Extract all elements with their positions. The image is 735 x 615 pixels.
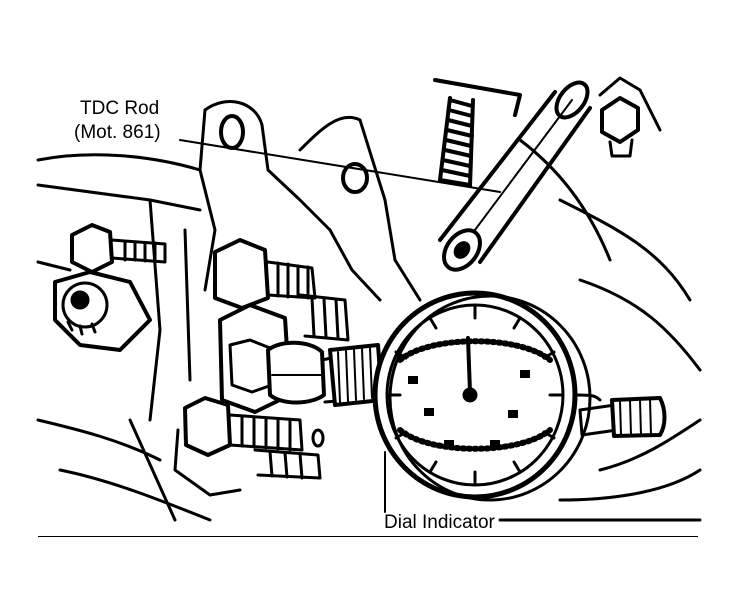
engine-block-outline xyxy=(36,153,212,522)
top-right-nut xyxy=(598,76,662,158)
dial-gauge xyxy=(372,290,602,502)
spring xyxy=(433,78,522,188)
tdc-rod-part-number: (Mot. 861) xyxy=(72,122,163,144)
bottom-divider xyxy=(38,536,698,537)
center-nut xyxy=(218,303,352,414)
dial-indicator-label: Dial Indicator xyxy=(384,512,495,533)
tdc-rod xyxy=(438,80,592,272)
upper-bolt xyxy=(213,238,350,342)
tdc-rod-leader xyxy=(179,139,501,193)
tdc-rod-label: TDC Rod xyxy=(78,98,162,120)
leader-lines xyxy=(179,139,501,513)
dial-plunger xyxy=(578,396,667,438)
bracket xyxy=(198,100,422,302)
housing-right xyxy=(498,138,702,522)
lower-bolt xyxy=(173,396,325,497)
left-bolt xyxy=(53,223,167,352)
